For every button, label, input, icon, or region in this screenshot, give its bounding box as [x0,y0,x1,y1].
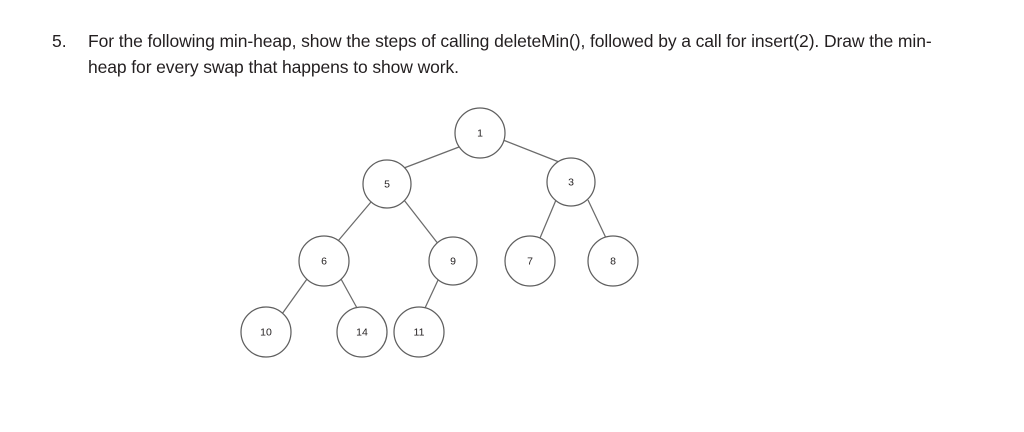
tree-node-label-8: 8 [610,256,616,268]
tree-node-label-5: 5 [384,179,390,191]
tree-node-label-14: 14 [356,327,368,339]
tree-node-9: 9 [428,236,478,286]
tree-edge-n1-n3 [502,139,560,163]
question-number: 5. [52,31,67,51]
tree-node-7: 7 [504,235,556,287]
tree-node-circle-1 [454,107,506,159]
tree-node-circle-10 [240,306,292,358]
tree-node-label-3: 3 [568,177,574,189]
tree-node-label-6: 6 [321,256,327,268]
tree-node-label-11: 11 [414,327,425,339]
tree-node-8: 8 [587,235,639,287]
tree-node-14: 14 [336,306,388,358]
min-heap-tree-figure: 1 5 3 6 9 7 8 10 14 11 [0,96,1024,396]
tree-node-6: 6 [298,235,350,287]
tree-node-label-10: 10 [260,327,272,339]
tree-node-circle-8 [587,235,639,287]
tree-edge-n3-n8 [587,199,607,239]
tree-edge-n6-n14 [340,278,358,309]
tree-node-circle-6 [298,235,350,287]
tree-svg-canvas: 1 5 3 6 9 7 8 10 14 11 [240,107,639,358]
tree-node-circle-3 [546,157,596,207]
tree-node-10: 10 [240,306,292,358]
tree-node-label-9: 9 [450,256,456,268]
tree-node-circle-9 [428,236,478,286]
tree-node-5: 5 [362,159,412,209]
tree-edge-n5-n9 [403,199,440,246]
tree-edge-n3-n7 [539,199,557,239]
tree-node-circle-11 [393,306,445,358]
tree-edge-n5-n6 [337,201,372,242]
tree-node-label-7: 7 [527,256,533,268]
tree-node-11: 11 [393,306,445,358]
question-text: For the following min-heap, show the ste… [88,31,932,77]
question-block: 5. For the following min-heap, show the … [52,28,952,80]
tree-node-circle-14 [336,306,388,358]
tree-node-circle-5 [362,159,412,209]
tree-edges-group [281,139,607,315]
tree-node-label-1: 1 [477,128,483,140]
tree-edge-n1-n5 [403,146,460,169]
tree-edge-n6-n10 [281,278,308,315]
tree-node-1: 1 [454,107,506,159]
tree-node-3: 3 [546,157,596,207]
tree-edge-n9-n11 [424,277,440,309]
tree-node-circle-7 [504,235,556,287]
tree-nodes-group: 1 5 3 6 9 7 8 10 14 11 [240,107,639,358]
